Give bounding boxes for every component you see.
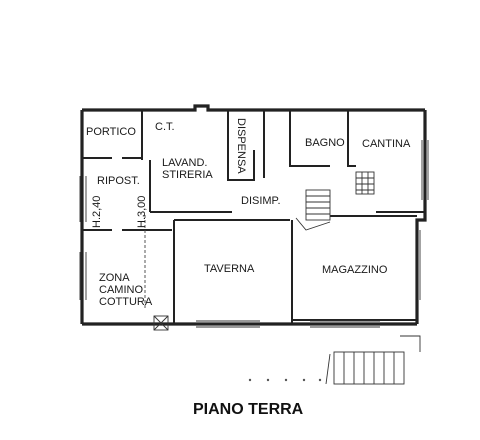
exterior-stair (325, 335, 421, 385)
exterior-dots (248, 378, 322, 382)
room-label-lavand: LAVAND. (162, 157, 207, 169)
room-label-ripost: RIPOST. (97, 175, 140, 187)
room-label-cottura: COTTURA (99, 296, 153, 308)
room-label-taverna: TAVERNA (204, 263, 255, 275)
room-label-ct: C.T. (155, 121, 175, 133)
room-label-magazzino: MAGAZZINO (322, 264, 388, 276)
room-label-camino: CAMINO (99, 284, 143, 296)
chimney-square (153, 315, 169, 331)
exterior-walls (80, 104, 427, 326)
interior-stair (295, 189, 331, 231)
height-label-240: H.2,40 (91, 196, 103, 228)
room-label-bagno: BAGNO (305, 137, 345, 149)
room-label-disimp: DISIMP. (241, 195, 281, 207)
room-label-zona: ZONA (99, 272, 130, 284)
cantina-stair (355, 171, 375, 195)
room-label-cantina: CANTINA (362, 138, 411, 150)
height-label-300: H.3,00 (136, 196, 148, 228)
room-label-portico: PORTICO (86, 126, 136, 138)
room-label-dispensa: DISPENSA (235, 118, 247, 174)
interior-walls (82, 110, 425, 324)
plan-title: PIANO TERRA (193, 401, 304, 418)
room-label-stireria: STIRERIA (162, 169, 213, 181)
windows (79, 140, 429, 328)
